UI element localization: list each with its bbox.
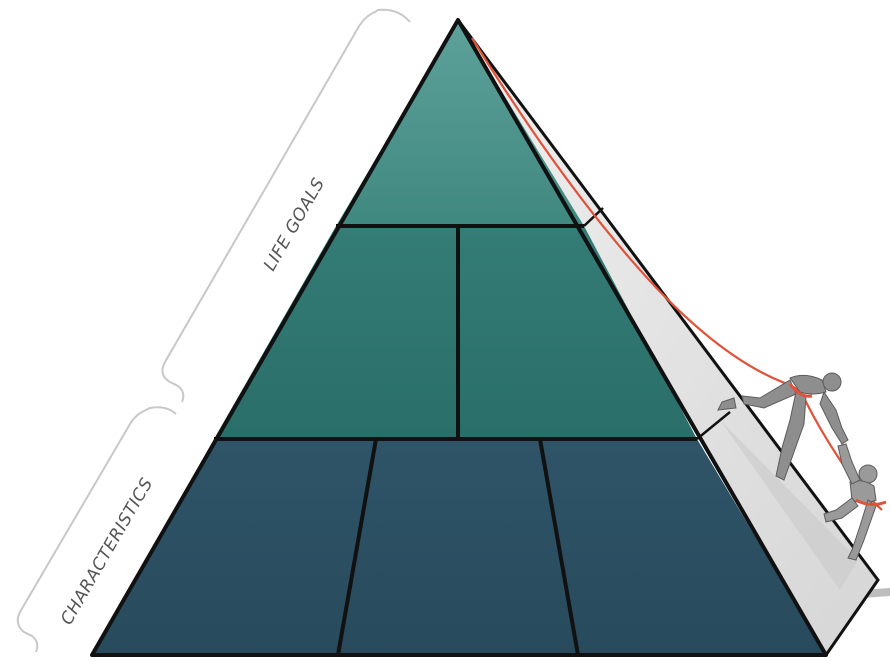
tier-middle-block-left — [214, 226, 458, 439]
tier-bottom-block-left — [92, 439, 376, 655]
tier-top-block — [336, 20, 584, 226]
tier-bottom-block-center — [338, 439, 578, 655]
